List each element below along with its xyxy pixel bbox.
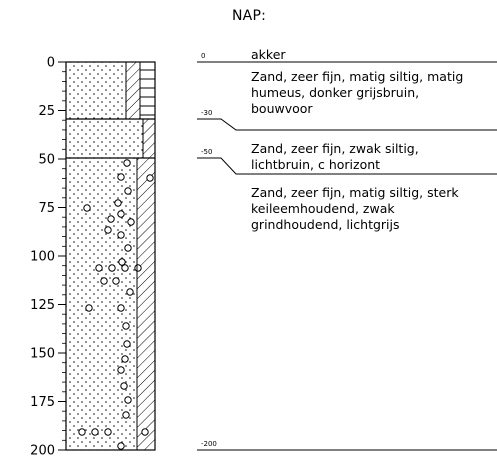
layer-1-humus-lines xyxy=(140,62,155,119)
layer-description-akker: akker xyxy=(251,47,286,63)
layer-description-keileem: Zand, zeer fijn, matig siltig, sterk kei… xyxy=(251,185,459,233)
layer-description-bouwvoor: Zand, zeer fijn, matig siltig, matig hum… xyxy=(251,69,463,117)
gravel-circle xyxy=(96,265,102,271)
layer-1-hatch xyxy=(126,62,140,119)
axis-tick-label: 75 xyxy=(38,201,55,216)
gravel-circle xyxy=(92,429,98,435)
gravel-circle xyxy=(135,265,141,271)
gravel-circle xyxy=(79,429,85,435)
gravel-circle xyxy=(125,188,131,194)
axis-tick-label: 200 xyxy=(30,444,55,459)
gravel-circle xyxy=(109,265,115,271)
gravel-circle xyxy=(147,175,153,181)
gravel-circle xyxy=(124,341,130,347)
depth-label-50: -50 xyxy=(201,148,212,156)
layer-2-hatch xyxy=(143,119,155,158)
depth-label-30: -30 xyxy=(201,109,212,117)
gravel-circle xyxy=(125,245,131,251)
gravel-circle xyxy=(118,211,124,217)
gravel-circle xyxy=(118,174,124,180)
gravel-circle xyxy=(108,216,114,222)
axis-tick-label: 125 xyxy=(30,298,55,313)
gravel-circle xyxy=(101,278,107,284)
gravel-circle xyxy=(121,383,127,389)
gravel-circle xyxy=(84,205,90,211)
axis-tick-label: 25 xyxy=(38,104,55,119)
gravel-circle xyxy=(122,265,128,271)
gravel-circle xyxy=(123,323,129,329)
depth-axis: 0 25 50 75 100 125 150 175 200 xyxy=(30,56,66,459)
gravel-circle xyxy=(124,160,130,166)
desc-line-30 xyxy=(197,119,497,130)
layer-3-sand xyxy=(66,158,137,450)
depth-label-0: 0 xyxy=(201,52,205,60)
gravel-circle xyxy=(118,232,124,238)
description-lines xyxy=(197,62,497,450)
gravel-circle xyxy=(115,200,121,206)
depth-label-200: -200 xyxy=(201,440,217,448)
layer-2-sand xyxy=(66,119,143,158)
gravel-circle xyxy=(118,367,124,373)
layer-1-sand xyxy=(66,62,126,119)
gravel-circle xyxy=(128,219,134,225)
gravel-circle xyxy=(118,443,124,449)
soil-column xyxy=(66,62,155,450)
gravel-circle xyxy=(122,356,128,362)
gravel-circle xyxy=(125,397,131,403)
nap-header-label: NAP: xyxy=(232,8,266,24)
layer-description-c-horizont: Zand, zeer fijn, zwak siltig, lichtbruin… xyxy=(251,141,419,173)
gravel-circle xyxy=(142,429,148,435)
gravel-circle xyxy=(86,305,92,311)
axis-tick-label: 150 xyxy=(30,347,55,362)
gravel-circle xyxy=(113,278,119,284)
gravel-circle xyxy=(119,259,125,265)
gravel-circle xyxy=(105,227,111,233)
axis-tick-label: 175 xyxy=(30,395,55,410)
gravel-circle xyxy=(127,289,133,295)
layer-3-hatch xyxy=(137,158,155,450)
axis-tick-label: 0 xyxy=(47,56,55,71)
axis-tick-label: 50 xyxy=(38,153,55,168)
gravel-circle xyxy=(118,305,124,311)
axis-tick-label: 100 xyxy=(30,250,55,265)
gravel-circle xyxy=(105,429,111,435)
gravel-circle xyxy=(123,412,129,418)
